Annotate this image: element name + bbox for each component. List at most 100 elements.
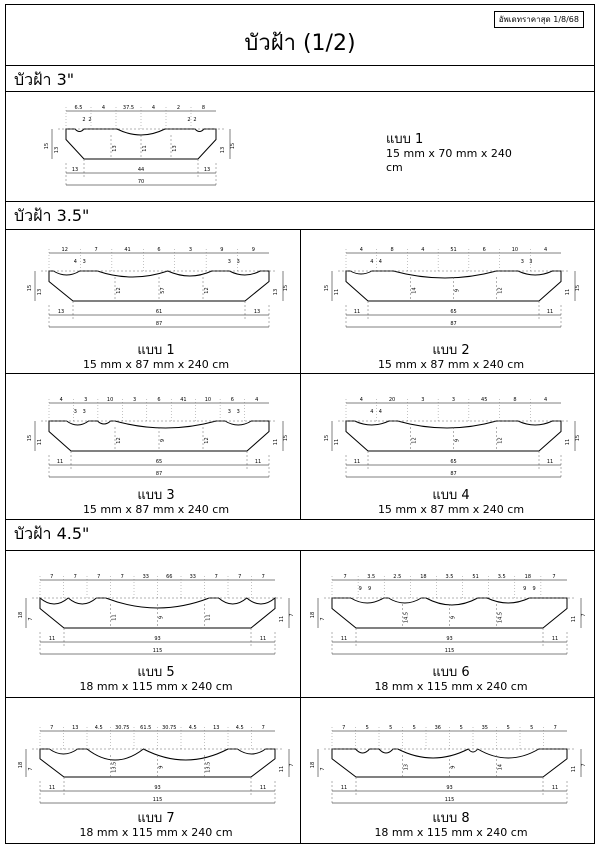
dimension-label: 7 xyxy=(581,763,587,766)
dimension-label: 3.5 xyxy=(367,574,375,580)
dimension-label: 11 xyxy=(57,459,63,465)
dimension-label: 15 xyxy=(44,143,50,149)
profile-outline xyxy=(48,270,270,302)
dimension-label: 5 xyxy=(413,725,416,731)
dimension-label: 7 xyxy=(289,613,295,616)
dimension-label: 10 xyxy=(205,397,211,403)
dimension-label: 11 xyxy=(547,309,553,315)
model-size: 18 mm x 115 mm x 240 cm xyxy=(79,680,233,693)
dimension-label: 7 xyxy=(238,574,241,580)
dimension-label: 8 xyxy=(202,105,205,111)
dimension-label: 3.5 xyxy=(446,574,454,580)
dimension-label: 66 xyxy=(166,574,172,580)
dimension-label: 3 xyxy=(133,397,136,403)
dimension-label: 11 xyxy=(37,439,43,445)
section-4-5in-label: บัวฝ้า 4.5" xyxy=(14,524,90,543)
dimension-label: 33 xyxy=(143,574,149,580)
dimension-label: 11 xyxy=(334,289,340,295)
dimension-label: 18 xyxy=(525,574,531,580)
dimension-label: 8 xyxy=(513,397,516,403)
dimension-label: 7 xyxy=(554,725,557,731)
dimension-label: 3 xyxy=(237,409,240,415)
dimension-label: 15 xyxy=(324,435,330,441)
dimension-label: 9 xyxy=(523,586,526,592)
section-3in-label: บัวฝ้า 3" xyxy=(14,70,75,89)
dimension-label: 7 xyxy=(215,574,218,580)
dimension-label: 7 xyxy=(50,574,53,580)
model-name: แบบ 8 xyxy=(432,811,470,826)
dimension-label: 9 xyxy=(159,616,165,619)
dimension-label: 3 xyxy=(83,409,86,415)
dimension-label: 14 xyxy=(412,287,418,293)
dimension-label: 13 xyxy=(72,725,78,731)
dimension-label: 7 xyxy=(28,617,34,620)
dimension-label: 9 xyxy=(533,586,536,592)
dimension-label: 9 xyxy=(368,586,371,592)
dimension-label: 45 xyxy=(481,397,487,403)
dimension-label: 4 xyxy=(74,259,77,265)
dimension-label: 5 xyxy=(507,725,510,731)
dimension-label: 4 xyxy=(421,247,424,253)
dimension-label: 6 xyxy=(157,397,160,403)
dimension-label: 11 xyxy=(334,439,340,445)
model-size: 18 mm x 115 mm x 240 cm xyxy=(374,680,528,693)
dimension-label: 15 xyxy=(283,435,289,441)
model-size: 15 mm x 87 mm x 240 cm xyxy=(377,358,525,371)
dimension-label: 3 xyxy=(83,259,86,265)
dimension-label: 13 xyxy=(204,167,210,173)
dimension-label: 11 xyxy=(341,636,347,642)
dimension-label: 9 xyxy=(451,766,457,769)
dimension-label: 3 xyxy=(521,259,524,265)
dimension-label: 3 xyxy=(189,247,192,253)
dimension-label: 13 xyxy=(172,145,178,151)
dimension-label: 36 xyxy=(435,725,441,731)
divider xyxy=(6,91,594,92)
dimension-label: 35 xyxy=(482,725,488,731)
model-caption: แบบ 7 18 mm x 115 mm x 240 cm xyxy=(46,812,266,840)
dimension-label: 11 xyxy=(552,785,558,791)
column-divider xyxy=(300,229,301,519)
profile-outline xyxy=(39,748,276,778)
dimension-label: 87 xyxy=(156,471,162,477)
dimension-label: 7 xyxy=(97,574,100,580)
dimension-label: 4 xyxy=(379,409,382,415)
dimension-label: 13 xyxy=(112,145,118,151)
dimension-label: 4 xyxy=(544,247,547,253)
dimension-label: 14.5 xyxy=(498,612,504,623)
dimension-label: 3 xyxy=(228,259,231,265)
model-name: แบบ 3 xyxy=(137,488,175,503)
dimension-label: 65 xyxy=(450,459,456,465)
profile-outline xyxy=(345,270,562,302)
dimension-label: 7 xyxy=(95,247,98,253)
dimension-label: 30.75 xyxy=(162,725,176,731)
dimension-label: 93 xyxy=(154,636,160,642)
dimension-label: 7 xyxy=(262,725,265,731)
dimension-label: 11 xyxy=(571,616,577,622)
model-name: แบบ 6 xyxy=(432,665,470,680)
model-size: 15 mm x 87 mm x 240 cm xyxy=(377,503,525,516)
dimension-label: 51 xyxy=(450,247,456,253)
dimension-label: 61 xyxy=(156,309,162,315)
model-name: แบบ 2 xyxy=(432,343,470,358)
dimension-label: 7 xyxy=(342,725,345,731)
dimension-label: 7 xyxy=(50,725,53,731)
dimension-label: 9 xyxy=(220,247,223,253)
dimension-label: 15 xyxy=(283,285,289,291)
dimension-label: 12 xyxy=(204,287,210,293)
dimension-label: 4 xyxy=(255,397,258,403)
dimension-label: 7 xyxy=(320,617,326,620)
dimension-label: 7 xyxy=(28,767,34,770)
model-size: 15 mm x 87 mm x 240 cm xyxy=(82,503,230,516)
dimension-label: 12 xyxy=(62,247,68,253)
dimension-label: 9 xyxy=(455,289,461,292)
model-caption: แบบ 6 18 mm x 115 mm x 240 cm xyxy=(341,666,561,694)
dimension-label: 4.5 xyxy=(236,725,244,731)
dimension-label: 93 xyxy=(154,785,160,791)
dimension-label: 6.5 xyxy=(75,105,83,111)
dimension-label: 115 xyxy=(153,797,163,803)
dimension-label: 11 xyxy=(565,439,571,445)
